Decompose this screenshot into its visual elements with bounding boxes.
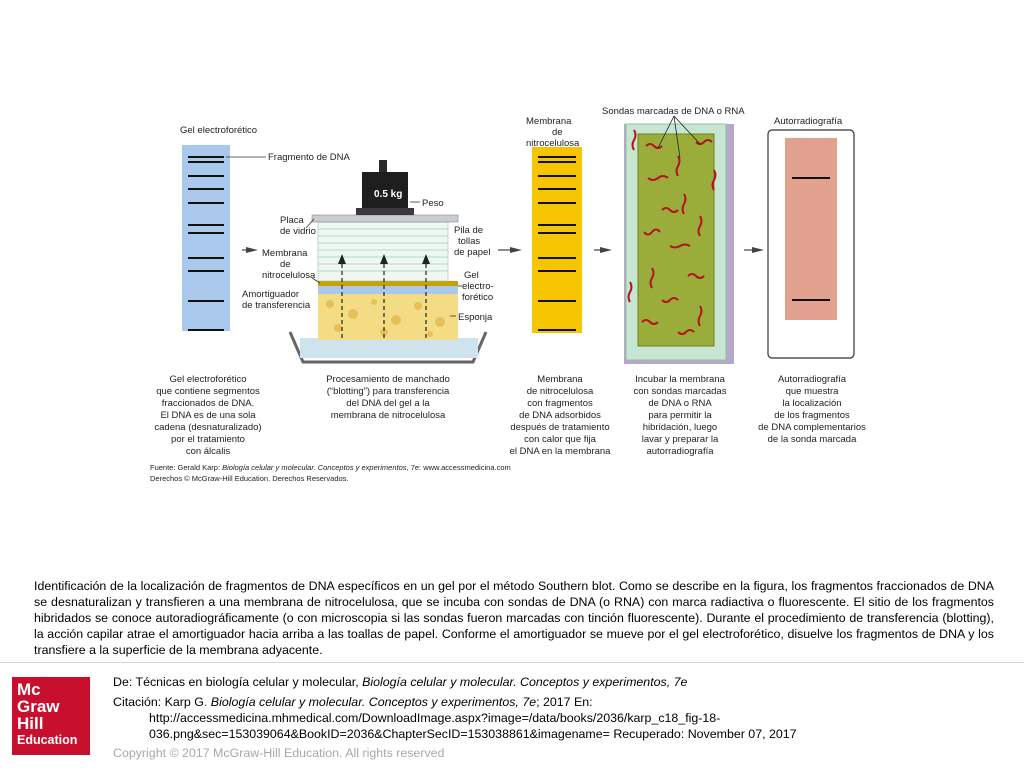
svg-text:fraccionados de DNA.: fraccionados de DNA. [162, 398, 254, 409]
label-autorad: Autorradiografía [774, 116, 843, 127]
svg-text:Autorradiografía: Autorradiografía [778, 374, 847, 385]
probe-incubation-bag [624, 115, 734, 364]
label-nitro-2: de [552, 127, 563, 138]
svg-text:que contiene segmentos: que contiene segmentos [156, 386, 260, 397]
figure-source-line1: Fuente: Gerald Karp: Biología celular y … [150, 463, 511, 472]
svg-text:Procesamiento de manchado: Procesamiento de manchado [326, 374, 450, 385]
citation-url-line1[interactable]: http://accessmedicina.mhmedical.com/Down… [149, 711, 721, 725]
citation-block: De: Técnicas en biología celular y molec… [113, 674, 1013, 742]
svg-text:Gel electroforético: Gel electroforético [169, 374, 246, 385]
svg-text:autorradiografía: autorradiografía [646, 446, 714, 457]
svg-text:para permitir la: para permitir la [648, 410, 712, 421]
blotting-apparatus: 0.5 kg [288, 160, 488, 364]
weight-block [362, 172, 408, 210]
svg-text:del DNA del gel a la: del DNA del gel a la [346, 398, 430, 409]
red-probes [627, 129, 717, 335]
label-nitro-1: Membrana [526, 116, 572, 127]
southern-blot-figure: Gel electroforético Fragmento de DNA [148, 100, 870, 490]
label-buffer-2: de transferencia [242, 300, 311, 311]
copyright-notice: Copyright © 2017 McGraw-Hill Education. … [113, 746, 445, 760]
label-glass-plate-2: de vidrio [280, 226, 316, 237]
buffer-liquid [300, 338, 478, 358]
label-gel-1: Gel [464, 270, 479, 281]
svg-text:el DNA en la membrana: el DNA en la membrana [510, 446, 612, 457]
label-sponge: Esponja [458, 312, 493, 323]
citation-url-line2[interactable]: 036.png&sec=153039064&BookID=2036&Chapte… [149, 727, 797, 741]
label-gel-2: electro- [462, 281, 494, 292]
arrow-1 [246, 247, 258, 253]
svg-text:de DNA o RNA: de DNA o RNA [648, 398, 712, 409]
svg-text:que muestra: que muestra [786, 386, 840, 397]
figure-caption: Identificación de la localización de fra… [34, 579, 994, 657]
svg-text:de DNA adsorbidos: de DNA adsorbidos [519, 410, 601, 421]
caption-step1: Gel electroforético que contiene segment… [154, 374, 261, 457]
label-membrane-1: Membrana [262, 248, 308, 259]
svg-text:de nitrocelulosa: de nitrocelulosa [527, 386, 594, 397]
svg-text:por el tratamiento: por el tratamiento [171, 434, 245, 445]
svg-text:con fragmentos: con fragmentos [527, 398, 593, 409]
svg-text:de los fragmentos: de los fragmentos [774, 410, 850, 421]
label-towels-2: tollas [458, 236, 480, 247]
caption-step5: Autorradiografía que muestra la localiza… [758, 374, 866, 445]
label-probes: Sondas marcadas de DNA o RNA [602, 106, 745, 117]
svg-text:de DNA complementarios: de DNA complementarios [758, 422, 866, 433]
mcgraw-hill-logo: Mc Graw Hill Education [12, 677, 90, 755]
label-towels-3: de papel [454, 247, 490, 258]
label-membrane-3: nitrocelulosa [262, 270, 316, 281]
svg-text:membrana de nitrocelulosa: membrana de nitrocelulosa [331, 410, 446, 421]
label-glass-plate-1: Placa [280, 215, 304, 226]
svg-text:la localización: la localización [782, 398, 841, 409]
membrane-dna-bands [538, 156, 576, 331]
svg-text:(“blotting”) para transferenci: (“blotting”) para transferencia [327, 386, 450, 397]
figure-drawing: Gel electroforético Fragmento de DNA [150, 106, 866, 483]
svg-text:Incubar la membrana: Incubar la membrana [635, 374, 725, 385]
label-membrane-2: de [280, 259, 291, 270]
arrow-2 [510, 247, 522, 253]
figure-source-line2: Derechos © McGraw-Hill Education. Derech… [150, 474, 349, 483]
svg-text:Membrana: Membrana [537, 374, 583, 385]
label-weight: Peso [422, 198, 444, 209]
nitrocellulose-membrane [532, 147, 582, 333]
svg-text:con calor que fija: con calor que fija [524, 434, 597, 445]
caption-step2: Procesamiento de manchado (“blotting”) p… [326, 374, 450, 421]
label-towels-1: Pila de [454, 225, 483, 236]
label-gel-3: forético [462, 292, 493, 303]
svg-text:de la sonda marcada: de la sonda marcada [768, 434, 857, 445]
sponge [318, 294, 458, 340]
footer-divider [0, 662, 1024, 663]
label-nitro-3: nitrocelulosa [526, 138, 580, 149]
svg-text:cadena (desnaturalizado): cadena (desnaturalizado) [154, 422, 261, 433]
svg-text:con álcalis: con álcalis [186, 446, 231, 457]
caption-step4: Incubar la membrana con sondas marcadas … [634, 374, 727, 457]
gel-dna-bands [188, 156, 224, 331]
svg-text:lavar y preparar la: lavar y preparar la [642, 434, 719, 445]
weight-mark: 0.5 kg [374, 189, 402, 200]
autoradiograph-film [785, 138, 837, 320]
arrow-3 [600, 247, 612, 253]
svg-text:El DNA es de una sola: El DNA es de una sola [160, 410, 256, 421]
svg-text:después de tratamiento: después de tratamiento [510, 422, 609, 433]
citation-reference: Citación: Karp G. Biología celular y mol… [113, 695, 593, 709]
svg-text:hibridación, luego: hibridación, luego [643, 422, 717, 433]
electrophoretic-gel [182, 145, 230, 331]
label-dna-fragment: Fragmento de DNA [268, 152, 351, 163]
caption-step3: Membrana de nitrocelulosa con fragmentos… [510, 374, 612, 457]
label-gel-title: Gel electroforético [180, 125, 257, 136]
arrow-4 [752, 247, 764, 253]
svg-text:con sondas marcadas: con sondas marcadas [634, 386, 727, 397]
label-buffer-1: Amortiguador [242, 289, 299, 300]
citation-source: De: Técnicas en biología celular y molec… [113, 675, 688, 689]
